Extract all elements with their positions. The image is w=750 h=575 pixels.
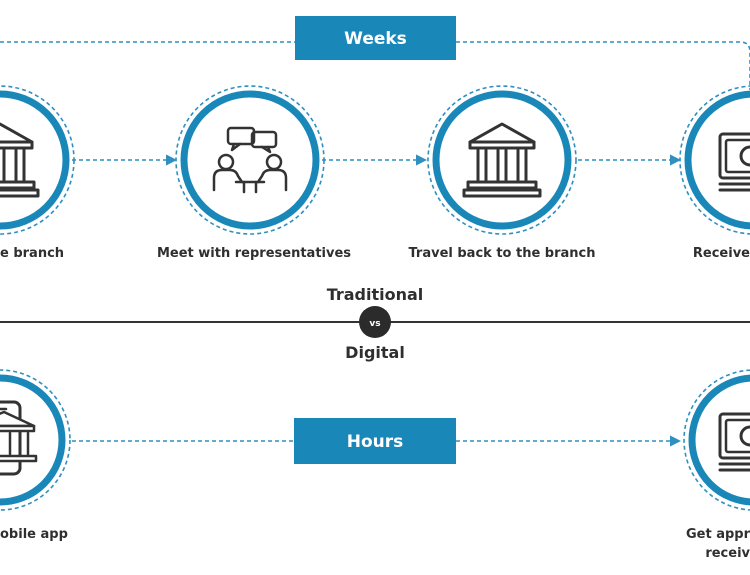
hours-duration-box: Hours xyxy=(294,418,456,464)
weeks-duration-box: Weeks xyxy=(295,16,456,60)
mobile-bank-icon xyxy=(0,400,38,476)
traditional-step-meet-representatives: Meet with representatives xyxy=(157,85,351,261)
traditional-step-visit-branch: e branch xyxy=(0,85,75,261)
digital-step-get-approved: Get appr receiv xyxy=(683,369,750,561)
traditional-step-travel-back: Travel back to the branch xyxy=(408,85,596,261)
step-label-get-approved-line2: receiv xyxy=(705,546,750,561)
traditional-step-receive: Receive xyxy=(679,85,750,261)
traditional-label: Traditional xyxy=(327,285,424,304)
hours-label: Hours xyxy=(347,432,404,452)
meeting-icon xyxy=(212,126,288,194)
step-label-receive: Receive xyxy=(693,246,750,261)
step-label-get-approved-line1: Get appr xyxy=(686,527,750,542)
step-label-meet-representatives: Meet with representatives xyxy=(157,246,351,261)
step-label-mobile-app: obile app xyxy=(0,527,68,542)
weeks-label: Weeks xyxy=(344,29,407,49)
digital-label: Digital xyxy=(345,343,405,362)
comparison-divider: Traditional vs Digital xyxy=(0,285,750,362)
step-label-visit-branch: e branch xyxy=(0,246,64,261)
weeks-timeline-path xyxy=(0,41,750,90)
digital-step-mobile-app: obile app xyxy=(0,369,71,542)
step-label-travel-back: Travel back to the branch xyxy=(408,246,595,261)
vs-badge: vs xyxy=(369,319,380,329)
